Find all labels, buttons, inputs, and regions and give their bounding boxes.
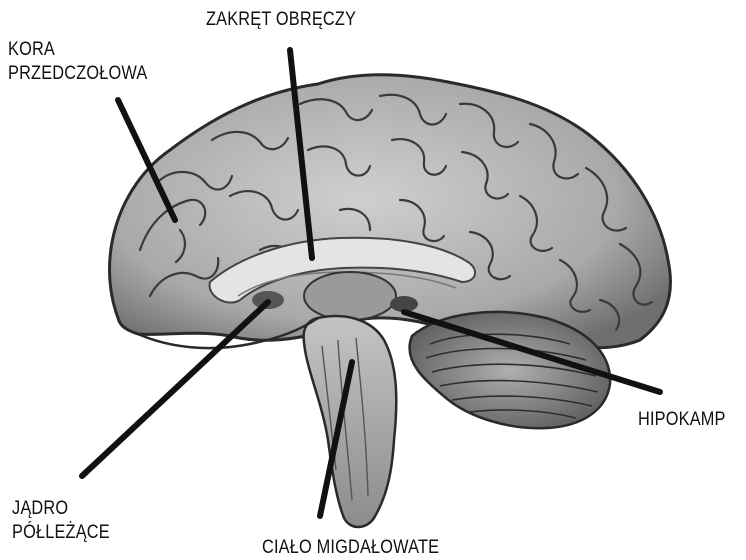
- label-amygdala-text: CIAŁO MIGDAŁOWATE: [262, 536, 439, 560]
- label-accumbens-line-1: JĄDRO: [12, 497, 110, 521]
- brainstem: [304, 316, 397, 527]
- label-amygdala: CIAŁO MIGDAŁOWATE: [262, 536, 439, 560]
- thalamus: [304, 272, 396, 320]
- label-hippocampus-text: HIPOKAMP: [638, 408, 726, 432]
- label-hippocampus: HIPOKAMP: [638, 408, 726, 432]
- label-prefrontal-line-2: PRZEDCZOŁOWA: [8, 62, 147, 86]
- label-cingulate-gyrus-text: ZAKRĘT OBRĘCZY: [206, 8, 356, 32]
- label-prefrontal-line-1: KORA: [8, 38, 147, 62]
- label-nucleus-accumbens: JĄDRO PÓŁLEŻĄCE: [12, 497, 110, 545]
- label-cingulate-gyrus: ZAKRĘT OBRĘCZY: [206, 8, 356, 32]
- label-accumbens-line-2: PÓŁLEŻĄCE: [12, 521, 110, 545]
- label-prefrontal-cortex: KORA PRZEDCZOŁOWA: [8, 38, 147, 86]
